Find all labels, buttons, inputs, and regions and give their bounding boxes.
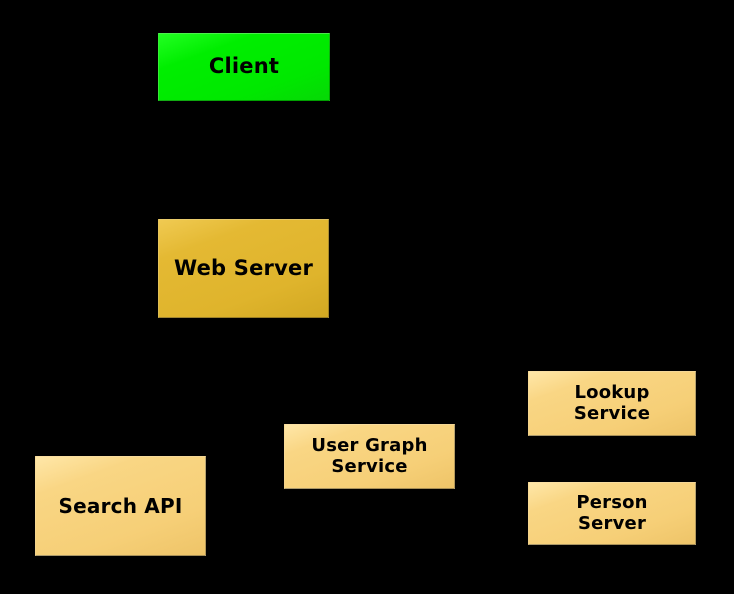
- node-client[interactable]: Client: [158, 33, 330, 101]
- node-label-web-server: Web Server: [173, 255, 313, 280]
- node-user-graph-service[interactable]: User Graph Service: [284, 424, 455, 489]
- node-label-user-graph-service: User Graph Service: [311, 435, 428, 477]
- node-web-server[interactable]: Web Server: [158, 219, 329, 318]
- node-label-lookup-service: Lookup Service: [573, 382, 651, 424]
- node-label-search-api: Search API: [58, 493, 183, 518]
- node-search-api[interactable]: Search API: [35, 456, 206, 556]
- node-label-client: Client: [208, 54, 280, 79]
- node-lookup-service[interactable]: Lookup Service: [528, 371, 696, 436]
- node-label-person-server: Person Server: [576, 492, 648, 534]
- node-person-server[interactable]: Person Server: [528, 482, 696, 545]
